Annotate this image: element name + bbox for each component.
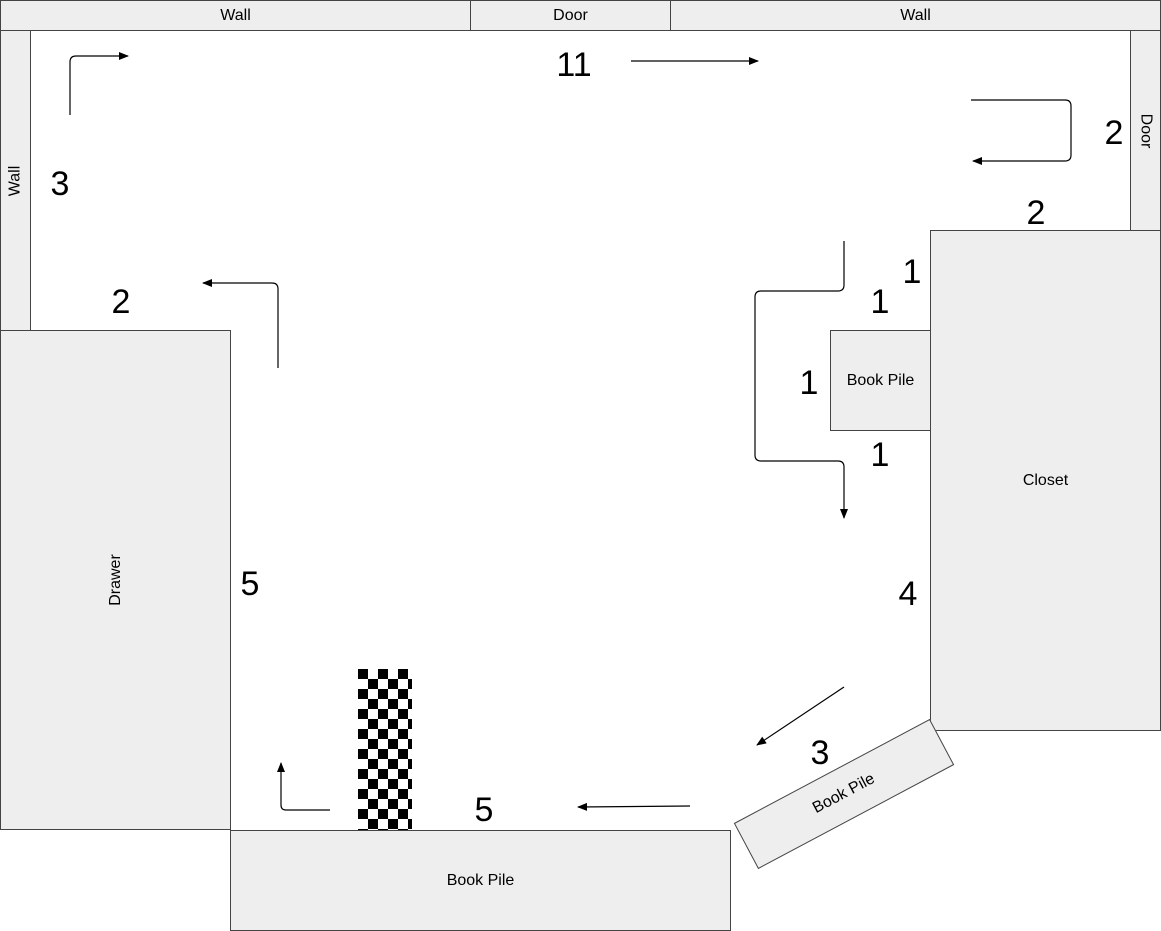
number-right-door-gap: 2 [1104, 114, 1124, 152]
number-near-closet-1a: 1 [902, 253, 922, 291]
arrow-diagonal [756, 686, 845, 746]
number-drawer-top-gap: 2 [111, 283, 131, 321]
number-top-run: 11 [556, 46, 592, 84]
wall-top-left-label: Wall [220, 6, 251, 24]
arrow-u-turn [971, 99, 1072, 165]
number-closet-top-gap: 2 [1026, 194, 1046, 232]
number-left-wall-gap: 3 [50, 165, 70, 203]
book-pile-small: Book Pile [830, 330, 931, 431]
arrow-finish-turn [277, 762, 330, 811]
number-near-pile-left: 1 [799, 364, 819, 402]
door-right: Door [1130, 30, 1161, 231]
drawer: Drawer [0, 330, 231, 830]
arrow-bottom-left [577, 802, 691, 811]
door-top: Door [470, 0, 671, 31]
arrow-drawer-turn [202, 279, 279, 368]
arrow-around-pile [754, 241, 848, 519]
finish-line [358, 669, 412, 830]
arrow-top-left-turn [69, 52, 129, 115]
closet: Closet [930, 230, 1161, 731]
book-pile-small-label: Book Pile [846, 371, 915, 389]
number-closet-side: 4 [898, 575, 918, 613]
wall-top-left: Wall [0, 0, 471, 31]
number-bottom-pile-gap: 5 [474, 791, 494, 829]
number-drawer-side: 5 [240, 565, 260, 603]
number-angled-pile-gap: 3 [810, 734, 830, 772]
number-near-closet-1b: 1 [870, 283, 890, 321]
book-pile-bottom-label: Book Pile [446, 871, 515, 889]
wall-top-right-label: Wall [900, 6, 931, 24]
number-near-pile-below: 1 [870, 436, 890, 474]
door-top-label: Door [553, 6, 588, 24]
wall-top-right: Wall [670, 0, 1161, 31]
closet-label: Closet [1022, 471, 1069, 489]
